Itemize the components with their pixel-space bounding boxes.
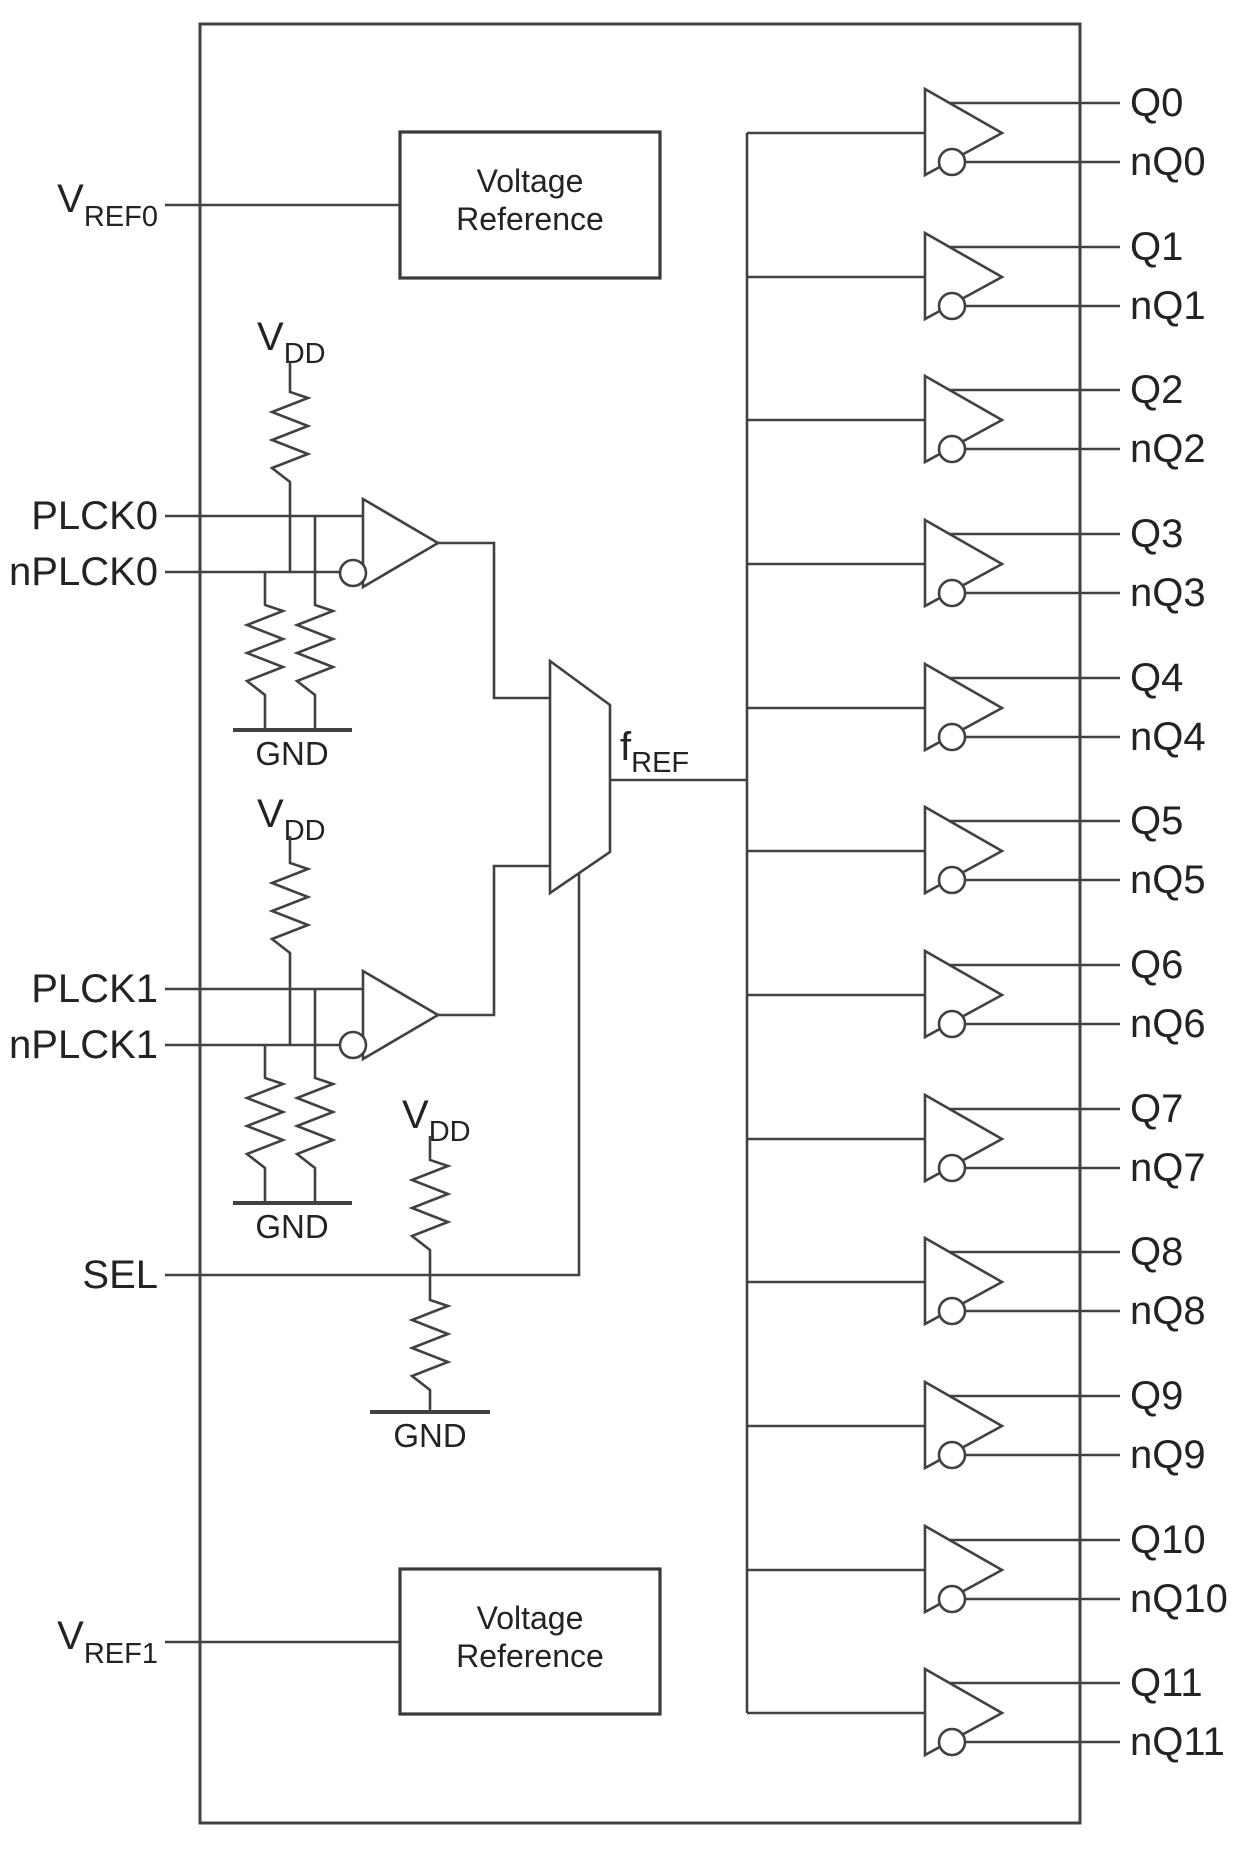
voltage-reference-text-line1: Voltage (477, 1600, 584, 1636)
inverting-bubble (937, 865, 967, 895)
nq-pin-label: nQ0 (1130, 140, 1206, 184)
pin-label-sel: SEL (82, 1253, 158, 1297)
mux-symbol (548, 658, 612, 896)
left-pin-wires (165, 203, 581, 1644)
q-pin-label: Q2 (1130, 368, 1183, 412)
inverting-bubble (937, 434, 967, 464)
nq-pin-label: nQ6 (1130, 1002, 1206, 1046)
q-pin-label: Q7 (1130, 1087, 1183, 1131)
buffer-triangle (361, 968, 441, 1062)
inverting-bubble (937, 291, 967, 321)
output-buffer-q2: Q2 nQ2 (747, 368, 1206, 471)
q-pin-label: Q5 (1130, 799, 1183, 843)
buffer0-to-mux-wire (438, 541, 550, 700)
pin-label-vref1: VREF1 (57, 1614, 158, 1670)
voltage-reference-box (398, 130, 662, 280)
nq-pin-label: nQ8 (1130, 1289, 1206, 1333)
vdd-label: VDD (257, 315, 326, 370)
nq-pin-label: nQ11 (1130, 1720, 1225, 1764)
q-pin-label: Q0 (1130, 81, 1183, 125)
voltage-reference-text-line1: Voltage (477, 163, 584, 199)
inverting-bubble (338, 558, 368, 588)
pulldown-resistor (293, 516, 337, 730)
plck1-input-buffer (338, 864, 550, 1062)
pin-label-vref0: VREF0 (57, 177, 158, 233)
output-buffer-q6: Q6 nQ6 (747, 943, 1206, 1046)
output-buffer-q9: Q9 nQ9 (747, 1374, 1206, 1477)
plck0-input-buffer (338, 496, 550, 700)
chip-outline (198, 22, 1082, 1825)
vdd-label: VDD (402, 1093, 471, 1148)
nq-pin-label: nQ7 (1130, 1146, 1206, 1190)
output-buffer-q1: Q1 nQ1 (747, 225, 1206, 328)
output-buffer-q3: Q3 nQ3 (747, 512, 1206, 615)
inverting-bubble (338, 1030, 368, 1060)
q-pin-label: Q11 (1130, 1661, 1203, 1705)
nq-pin-label: nQ5 (1130, 858, 1206, 902)
q-pin-label: Q3 (1130, 512, 1183, 556)
gnd-label: GND (255, 735, 328, 772)
output-buffer-q4: Q4 nQ4 (747, 656, 1206, 759)
pin-label-nplck0: nPLCK0 (9, 550, 158, 594)
q-pin-label: Q10 (1130, 1518, 1206, 1562)
q-pin-label: Q8 (1130, 1230, 1183, 1274)
pulldown-resistor (243, 572, 287, 730)
inverting-bubble (937, 1009, 967, 1039)
plck1-bias-network: VDD GND (233, 792, 352, 1245)
pulldown-resistor (243, 1045, 287, 1203)
inverting-bubble (937, 1584, 967, 1614)
q-pin-label: Q6 (1130, 943, 1183, 987)
inverting-bubble (937, 578, 967, 608)
pin-label-plck0: PLCK0 (31, 494, 158, 538)
output-buffer-q7: Q7 nQ7 (747, 1087, 1206, 1190)
nq-pin-label: nQ9 (1130, 1433, 1206, 1477)
pulldown-resistor (293, 989, 337, 1203)
wire-sel (165, 873, 581, 1277)
inverting-bubble (937, 1153, 967, 1183)
inverting-bubble (937, 1727, 967, 1757)
fref-label: fREF (620, 725, 689, 779)
sel-bias-network: VDD GND (370, 1093, 490, 1454)
voltage-reference-text-line2: Reference (456, 1638, 604, 1674)
pullup-resistor (268, 362, 312, 572)
inverting-bubble (937, 147, 967, 177)
buffer-triangle (361, 496, 441, 590)
nq-pin-label: nQ3 (1130, 571, 1206, 615)
pullup-resistor (408, 1136, 452, 1275)
output-buffer-q10: Q10 nQ10 (747, 1518, 1228, 1621)
gnd-label: GND (393, 1417, 466, 1454)
plck0-bias-network: VDD GND (233, 315, 352, 772)
buffer1-to-mux-wire (438, 864, 550, 1017)
output-buffer-q11: Q11 nQ11 (747, 1661, 1225, 1764)
nq-pin-label: nQ1 (1130, 284, 1206, 328)
q-pin-label: Q9 (1130, 1374, 1183, 1418)
voltage-reference-box (398, 1567, 662, 1716)
nq-pin-label: nQ2 (1130, 427, 1206, 471)
q-pin-label: Q4 (1130, 656, 1183, 700)
pin-label-nplck1: nPLCK1 (9, 1023, 158, 1067)
inverting-bubble (937, 1296, 967, 1326)
voltage-reference-text-line2: Reference (456, 201, 604, 237)
nq-pin-label: nQ4 (1130, 715, 1206, 759)
voltage-reference-block-bottom: Voltage Reference (398, 1567, 662, 1716)
inverting-bubble (937, 722, 967, 752)
inverting-bubble (937, 1440, 967, 1470)
vdd-label: VDD (257, 792, 326, 847)
pullup-resistor (268, 836, 312, 1045)
pulldown-resistor (408, 1275, 452, 1412)
nq-pin-label: nQ10 (1130, 1577, 1228, 1621)
gnd-label: GND (255, 1208, 328, 1245)
output-buffer-q0: Q0 nQ0 (747, 81, 1206, 184)
q-pin-label: Q1 (1130, 225, 1183, 269)
voltage-reference-block-top: Voltage Reference (398, 130, 662, 280)
pin-label-plck1: PLCK1 (31, 967, 158, 1011)
output-buffer-q5: Q5 nQ5 (747, 799, 1206, 902)
reference-mux: fREF (548, 658, 747, 896)
output-buffer-q8: Q8 nQ8 (747, 1230, 1206, 1333)
